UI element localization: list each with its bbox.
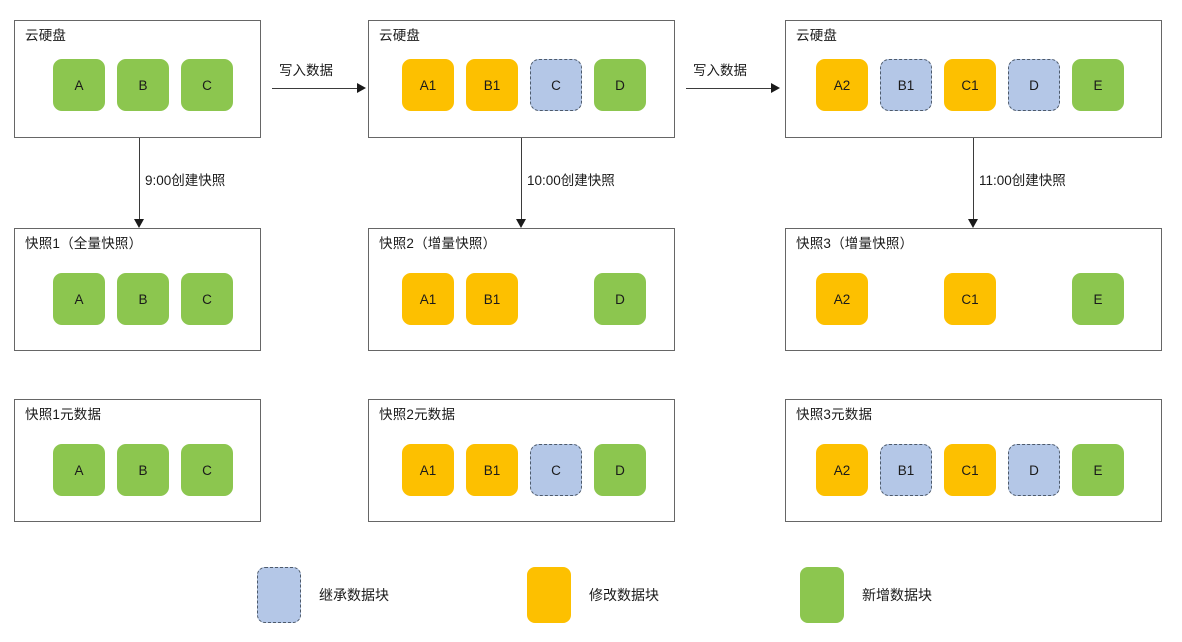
write-arrow-line-2 <box>686 88 771 89</box>
data-block[interactable]: D <box>1008 59 1060 111</box>
data-block[interactable]: C <box>530 59 582 111</box>
write-arrow-head-2 <box>771 83 780 93</box>
snapshot-arrow-label-2: 10:00创建快照 <box>525 172 617 189</box>
data-block[interactable]: A1 <box>402 59 454 111</box>
snapshot-arrow-head-1 <box>134 219 144 228</box>
snapshot-box-3[interactable]: 快照3（增量快照） A2 C1 E <box>785 228 1162 351</box>
legend-item-inherited: 继承数据块 <box>257 567 389 623</box>
data-block[interactable]: B1 <box>466 444 518 496</box>
write-arrow-line-1 <box>272 88 357 89</box>
snapshot-blocks-3: A2 C1 E <box>786 273 1161 325</box>
data-block-placeholder <box>530 273 582 325</box>
data-block[interactable]: D <box>594 273 646 325</box>
legend-label-inherited: 继承数据块 <box>319 587 389 603</box>
snapshot-arrow-label-1: 9:00创建快照 <box>143 172 228 189</box>
data-block-placeholder <box>1008 273 1060 325</box>
data-block[interactable]: A1 <box>402 444 454 496</box>
data-block-placeholder <box>880 273 932 325</box>
metadata-title-1: 快照1元数据 <box>25 407 102 422</box>
data-block[interactable]: A2 <box>816 59 868 111</box>
snapshot-title-1: 快照1（全量快照） <box>25 236 143 251</box>
legend-label-added: 新增数据块 <box>862 587 932 603</box>
data-block[interactable]: E <box>1072 444 1124 496</box>
snapshot-arrow-line-2 <box>521 138 522 220</box>
data-block[interactable]: B <box>117 273 169 325</box>
snapshot-arrow-head-2 <box>516 219 526 228</box>
data-block[interactable]: C <box>181 273 233 325</box>
data-block[interactable]: C <box>530 444 582 496</box>
snapshot-title-3: 快照3（增量快照） <box>796 236 914 251</box>
data-block[interactable]: B <box>117 59 169 111</box>
data-block[interactable]: A <box>53 273 105 325</box>
write-arrow-label-1: 写入数据 <box>277 62 335 79</box>
data-block[interactable]: B1 <box>466 59 518 111</box>
data-block[interactable]: D <box>594 59 646 111</box>
data-block[interactable]: A2 <box>816 273 868 325</box>
data-block[interactable]: C <box>181 444 233 496</box>
legend-item-modified: 修改数据块 <box>527 567 659 623</box>
data-block[interactable]: C <box>181 59 233 111</box>
data-block[interactable]: C1 <box>944 59 996 111</box>
data-block[interactable]: A <box>53 59 105 111</box>
data-block[interactable]: B1 <box>880 444 932 496</box>
data-block[interactable]: C1 <box>944 273 996 325</box>
metadata-title-3: 快照3元数据 <box>796 407 873 422</box>
legend-swatch-modified <box>527 567 571 623</box>
metadata-title-2: 快照2元数据 <box>379 407 456 422</box>
data-block[interactable]: B1 <box>880 59 932 111</box>
legend-label-modified: 修改数据块 <box>589 587 659 603</box>
data-block[interactable]: C1 <box>944 444 996 496</box>
legend-swatch-added <box>800 567 844 623</box>
cloud-disk-title-1: 云硬盘 <box>25 28 67 43</box>
legend-item-added: 新增数据块 <box>800 567 932 623</box>
data-block[interactable]: B <box>117 444 169 496</box>
data-block[interactable]: A2 <box>816 444 868 496</box>
legend-swatch-inherited <box>257 567 301 623</box>
snapshot-arrow-head-3 <box>968 219 978 228</box>
snapshot-arrow-label-3: 11:00创建快照 <box>977 172 1068 189</box>
cloud-disk-title-2: 云硬盘 <box>379 28 421 43</box>
write-arrow-head-1 <box>357 83 366 93</box>
data-block[interactable]: D <box>1008 444 1060 496</box>
data-block[interactable]: A <box>53 444 105 496</box>
snapshot-arrow-line-3 <box>973 138 974 220</box>
data-block[interactable]: D <box>594 444 646 496</box>
cloud-disk-title-3: 云硬盘 <box>796 28 838 43</box>
data-block[interactable]: B1 <box>466 273 518 325</box>
data-block[interactable]: E <box>1072 59 1124 111</box>
data-block[interactable]: A1 <box>402 273 454 325</box>
data-block[interactable]: E <box>1072 273 1124 325</box>
write-arrow-label-2: 写入数据 <box>691 62 749 79</box>
snapshot-title-2: 快照2（增量快照） <box>379 236 497 251</box>
snapshot-arrow-line-1 <box>139 138 140 220</box>
